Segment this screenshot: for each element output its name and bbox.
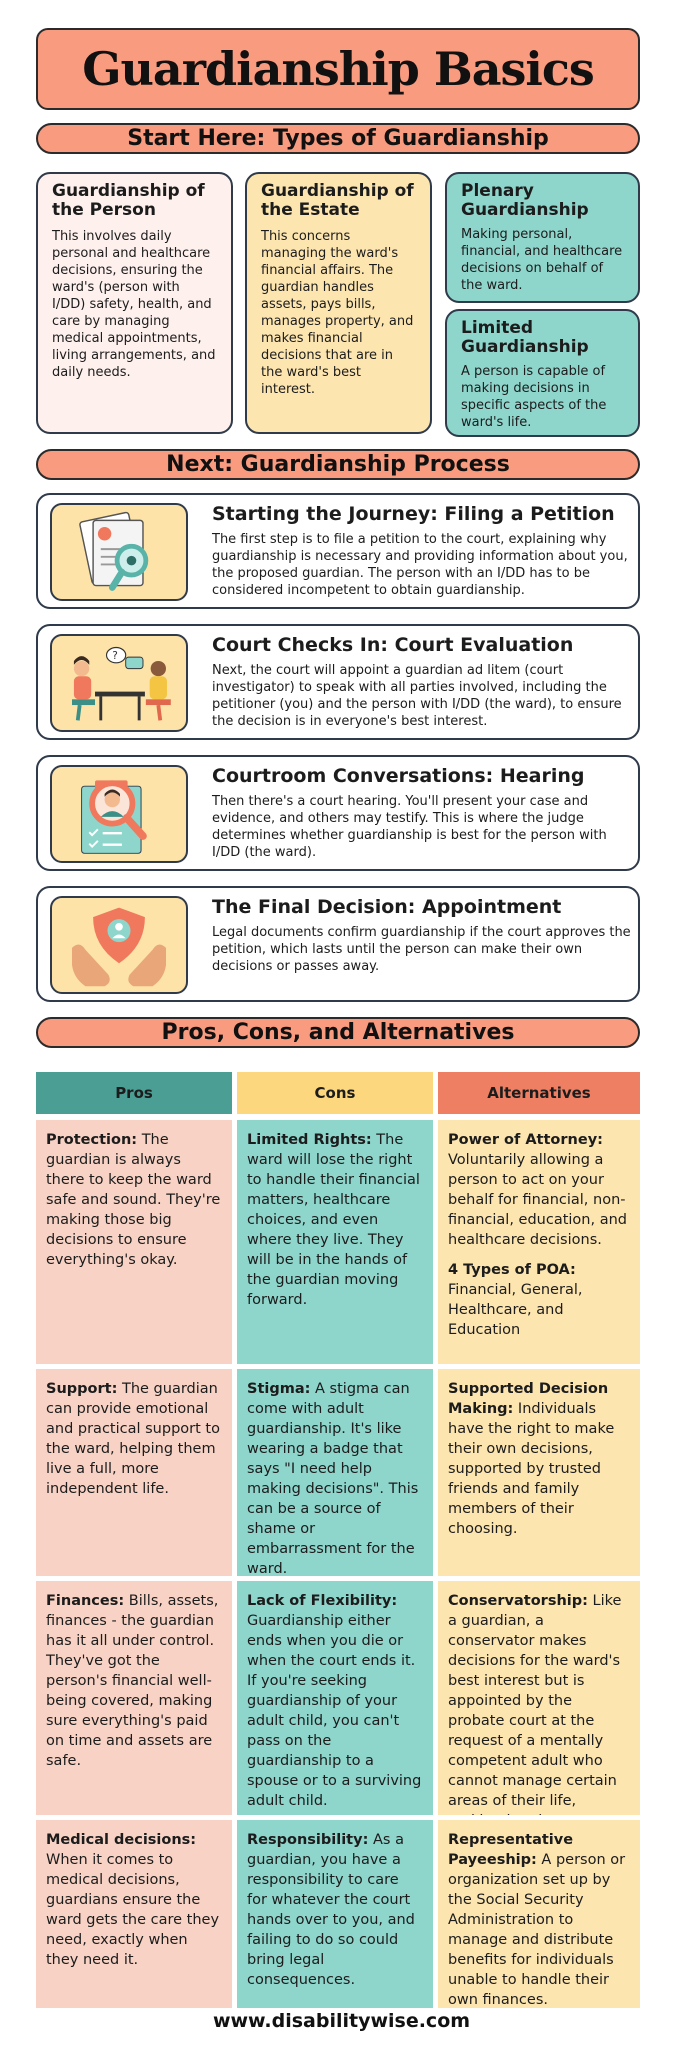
person-magnifier-checklist-icon: [50, 765, 188, 863]
meeting-conversation-icon: ?: [50, 634, 188, 732]
cell-label: Conservatorship:: [448, 1593, 588, 1609]
svg-text:?: ?: [112, 650, 118, 662]
table-cell-cons: Limited Rights: The ward will lose the r…: [237, 1120, 433, 1364]
hands-shield-icon: [50, 896, 188, 994]
table-cell-pros: Protection: The guardian is always there…: [36, 1120, 232, 1364]
cell-label: Finances:: [46, 1593, 125, 1609]
type-card-person: Guardianship of the Person This involves…: [36, 172, 233, 434]
table-cell-pros: Finances: Bills, assets, finances - the …: [36, 1581, 232, 1815]
type-card-body: Making personal, financial, and healthca…: [461, 227, 623, 293]
type-card-title: Limited Guardianship: [461, 318, 589, 357]
table-cell-alternatives: Power of Attorney: Voluntarily allowing …: [438, 1120, 640, 1364]
step-title: Court Checks In: Court Evaluation: [212, 634, 574, 656]
step-body: Legal documents confirm guardianship if …: [212, 925, 631, 974]
section-header-process: Next: Guardianship Process: [36, 449, 640, 480]
step-title: Courtroom Conversations: Hearing: [212, 765, 585, 787]
type-card-body: A person is capable of making decisions …: [461, 364, 607, 430]
table-cell-pros: Medical decisions: When it comes to medi…: [36, 1820, 232, 2008]
section-header-types: Start Here: Types of Guardianship: [36, 123, 640, 154]
type-card-title: Guardianship of the Person: [52, 181, 205, 220]
cell-text: The guardian can provide emotional and p…: [46, 1381, 220, 1497]
cell-label: Power of Attorney:: [448, 1132, 603, 1148]
type-card-body: This involves daily personal and healthc…: [52, 229, 216, 380]
cell-text: Financial, General, Healthcare, and Educ…: [448, 1282, 583, 1338]
cell-label: Stigma:: [247, 1381, 311, 1397]
cell-label: Support:: [46, 1381, 118, 1397]
cell-label: 4 Types of POA:: [448, 1262, 576, 1278]
cell-text: The guardian is always there to keep the…: [46, 1132, 221, 1268]
step-body: Next, the court will appoint a guardian …: [212, 663, 622, 729]
cell-text: Individuals have the right to make their…: [448, 1401, 615, 1537]
table-cell-cons: Responsibility: As a guardian, you have …: [237, 1820, 433, 2008]
step-body: Then there's a court hearing. You'll pre…: [212, 794, 607, 860]
column-header-alternatives: Alternatives: [438, 1072, 640, 1114]
type-card-body: This concerns managing the ward's financ…: [261, 229, 414, 397]
step-title: Starting the Journey: Filing a Petition: [212, 503, 615, 525]
column-header-pros: Pros: [36, 1072, 232, 1114]
cell-label: Protection:: [46, 1132, 138, 1148]
cell-text: Voluntarily allowing a person to act on …: [448, 1152, 627, 1248]
page-title: Guardianship Basics: [82, 42, 595, 96]
cell-text: When it comes to medical decisions, guar…: [46, 1852, 220, 1968]
type-card-limited: Limited Guardianship A person is capable…: [445, 309, 640, 437]
table-cell-pros: Support: The guardian can provide emotio…: [36, 1369, 232, 1576]
cell-text: As a guardian, you have a responsibility…: [247, 1832, 415, 1988]
type-card-estate: Guardianship of the Estate This concerns…: [245, 172, 432, 434]
cell-label: Responsibility:: [247, 1832, 369, 1848]
title-banner: Guardianship Basics: [36, 28, 640, 110]
footer-website-link[interactable]: www.disabilitywise.com: [212, 2010, 471, 2032]
table-cell-alternatives: Conservatorship: Like a guardian, a cons…: [438, 1581, 640, 1815]
cell-text: Like a guardian, a conservator makes dec…: [448, 1593, 622, 1815]
type-card-title: Plenary Guardianship: [461, 181, 589, 220]
table-cell-alternatives: Representative Payeeship: A person or or…: [438, 1820, 640, 2008]
document-magnifier-icon: [50, 503, 188, 601]
table-cell-cons: Lack of Flexibility: Guardianship either…: [237, 1581, 433, 1815]
type-card-plenary: Plenary Guardianship Making personal, fi…: [445, 172, 640, 303]
process-step-evaluation: ? Court Checks In: Court Evaluation Next…: [36, 624, 640, 740]
cell-label: Limited Rights:: [247, 1132, 372, 1148]
process-step-petition: Starting the Journey: Filing a Petition …: [36, 493, 640, 609]
type-card-title: Guardianship of the Estate: [261, 181, 414, 220]
process-step-hearing: Courtroom Conversations: Hearing Then th…: [36, 755, 640, 871]
cell-label: Medical decisions:: [46, 1832, 197, 1848]
cell-label: Representative Payeeship:: [448, 1832, 574, 1868]
section-header-pros-cons: Pros, Cons, and Alternatives: [36, 1017, 640, 1048]
cell-text: A person or organization set up by the S…: [448, 1852, 626, 2008]
cell-label: Lack of Flexibility:: [247, 1593, 398, 1609]
step-title: The Final Decision: Appointment: [212, 896, 562, 918]
cell-text: A stigma can come with adult guardianshi…: [247, 1381, 419, 1576]
table-cell-cons: Stigma: A stigma can come with adult gua…: [237, 1369, 433, 1576]
step-body: The first step is to file a petition to …: [212, 532, 628, 598]
column-header-cons: Cons: [237, 1072, 433, 1114]
cell-text: Guardianship either ends when you die or…: [247, 1613, 422, 1809]
table-cell-alternatives: Supported Decision Making: Individuals h…: [438, 1369, 640, 1576]
cell-label: Supported Decision Making:: [448, 1381, 609, 1417]
process-step-appointment: The Final Decision: Appointment Legal do…: [36, 886, 640, 1002]
cell-text: The ward will lose the right to handle t…: [247, 1132, 420, 1308]
cell-text: Bills, assets, finances - the guardian h…: [46, 1593, 219, 1769]
